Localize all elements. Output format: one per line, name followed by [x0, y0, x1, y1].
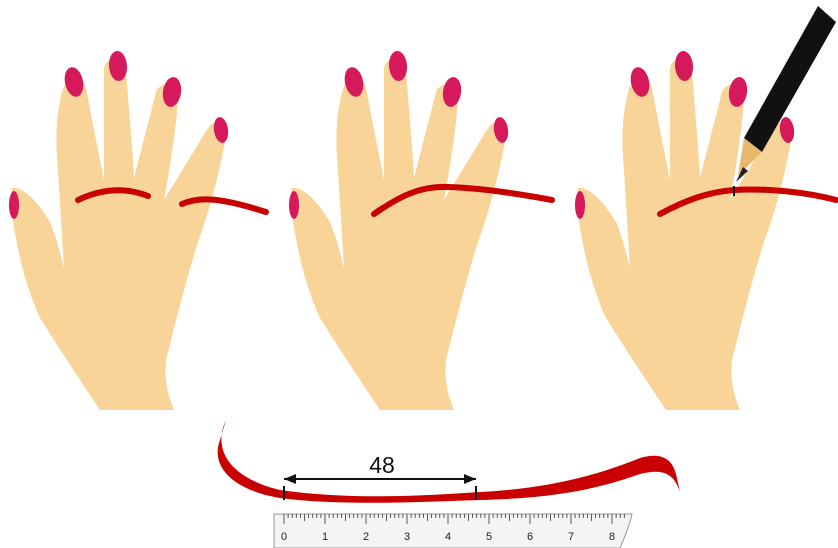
measurement-value: 48: [356, 452, 408, 479]
hand-step-3: [575, 50, 836, 410]
ruler-tick-label: 1: [322, 531, 328, 543]
ruler-tick-label: 2: [363, 531, 369, 543]
ruler-tick-label: 3: [404, 531, 410, 543]
ruler-tick-label: 0: [281, 531, 287, 543]
hand-2-icon: [291, 58, 506, 410]
ruler-tick-label: 7: [568, 531, 574, 543]
ruler-tick-label: 6: [527, 531, 533, 543]
measured-string-icon: [218, 420, 680, 503]
ruler: 0 1 2 3 4 5 6 7 8: [274, 514, 632, 548]
ruler-tick-label: 8: [609, 531, 615, 543]
hand-step-2: [289, 50, 552, 410]
hand-step-1: [9, 50, 266, 410]
ruler-tick-label: 5: [486, 531, 492, 543]
ruler-tick-label: 4: [445, 531, 451, 543]
hand-1-icon: [11, 58, 226, 410]
